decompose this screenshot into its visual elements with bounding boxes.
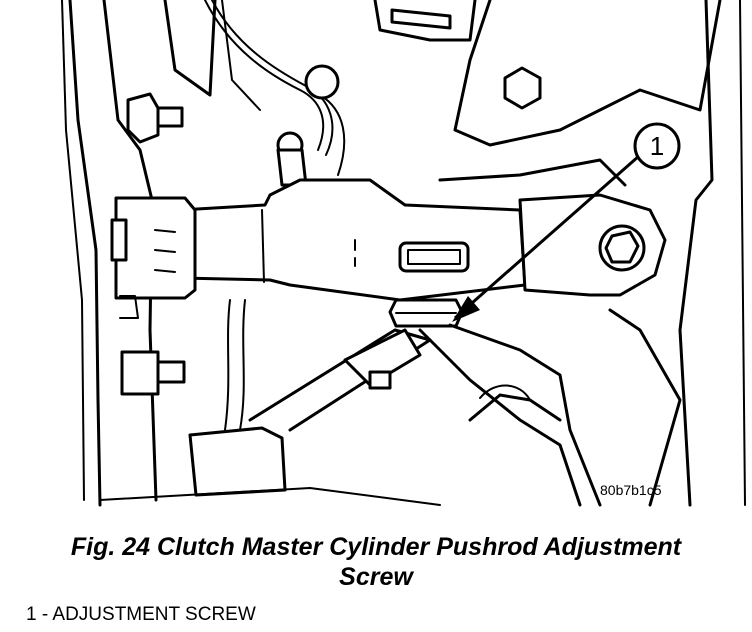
- wire-c: [319, 94, 346, 176]
- right-lower-panel: [608, 308, 682, 507]
- bolt-head-left: [126, 92, 160, 144]
- upper-panel: [163, 0, 217, 97]
- right-mount: [453, 0, 722, 147]
- lower-wires: [224, 299, 231, 431]
- knob: [304, 64, 340, 100]
- left-bolt-lower: [120, 350, 160, 396]
- pedal-slot: [479, 384, 531, 401]
- top-casting-tab: [390, 8, 452, 30]
- linkage-rod: [248, 328, 432, 432]
- mount-right-edge: [678, 0, 714, 507]
- mount-far-edge: [739, 0, 746, 506]
- callout-number: 1: [650, 131, 664, 161]
- linkage-tab: [368, 370, 392, 390]
- upper-panel-edge: [221, 0, 261, 111]
- left-bracket-edge: [61, 0, 85, 501]
- lower-wires-2: [239, 299, 246, 431]
- pedal-arm-edge: [448, 323, 602, 507]
- pedal-lower-bracket: [468, 393, 562, 422]
- callout-circle: [633, 122, 681, 170]
- floor-line: [99, 487, 441, 506]
- hex-nut-top: [503, 66, 542, 110]
- pedal-arm: [418, 328, 582, 507]
- cap-tab: [110, 218, 128, 262]
- lower-clamp: [188, 426, 287, 497]
- figure-caption: Fig. 24 Clutch Master Cylinder Pushrod A…: [0, 532, 752, 592]
- legend-item-1: 1 - ADJUSTMENT SCREW: [26, 604, 256, 625]
- callout-leader: [454, 146, 649, 320]
- cylinder-end-cap: [114, 196, 197, 300]
- mount-lower-edge: [438, 158, 627, 187]
- top-casting: [373, 0, 477, 42]
- body-seam: [261, 209, 265, 283]
- body-window: [398, 241, 470, 273]
- left-bracket-outline: [68, 0, 102, 507]
- callout-arrowhead: [452, 296, 480, 322]
- bolt-stud-left: [156, 106, 184, 128]
- clevis-pin-clip: [604, 230, 640, 264]
- caption-line-2: Screw: [339, 563, 413, 591]
- image-code: 80b7b1c5: [600, 482, 662, 498]
- cylinder-body: [178, 178, 527, 302]
- clutch-master-cylinder-illustration: 1: [61, 0, 746, 507]
- linkage-bracket: [343, 328, 422, 387]
- left-shape: [119, 295, 139, 319]
- body-window-inner: [407, 249, 461, 265]
- wire-a: [204, 0, 325, 151]
- left-bolt-lower-stud: [156, 360, 186, 384]
- left-hatch: [154, 229, 176, 273]
- caption-line-1: Fig. 24 Clutch Master Cylinder Pushrod A…: [70, 533, 682, 561]
